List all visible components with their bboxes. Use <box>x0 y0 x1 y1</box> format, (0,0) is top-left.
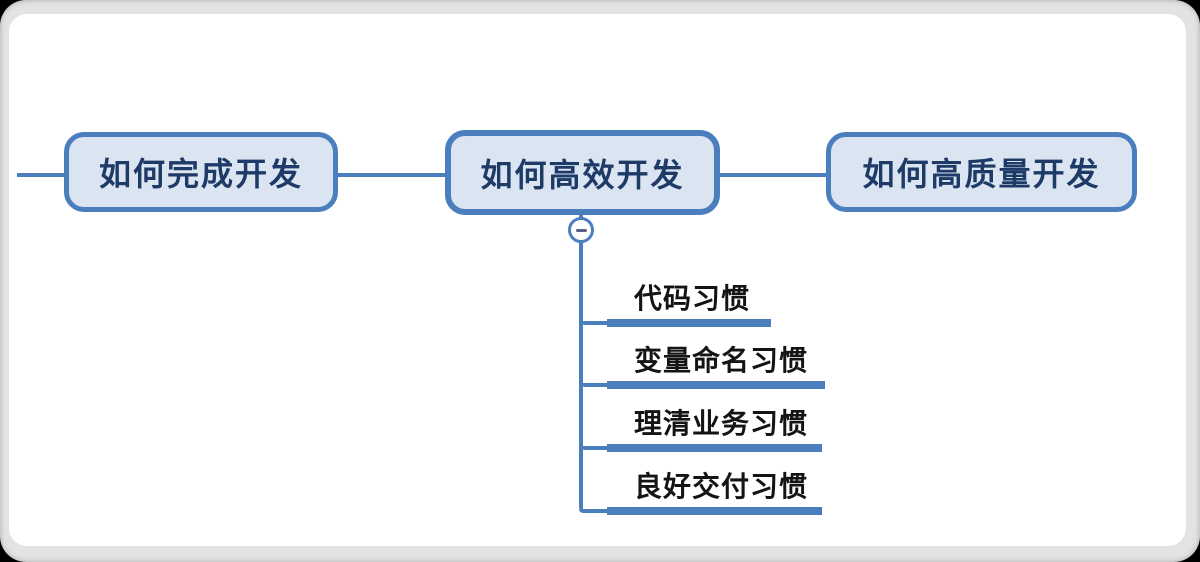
connector-node2-node3 <box>718 173 828 177</box>
connector-branch-4 <box>579 509 609 513</box>
connector-root-line <box>17 173 65 177</box>
topic-node-efficient-dev[interactable]: 如何高效开发 <box>445 130 720 215</box>
child-topic-label: 变量命名习惯 <box>634 345 809 376</box>
child-topic[interactable]: 变量命名习惯 <box>607 339 825 389</box>
child-underline <box>607 444 822 452</box>
topic-node-complete-dev[interactable]: 如何完成开发 <box>64 132 338 212</box>
child-underline <box>607 507 822 515</box>
minus-icon <box>575 228 587 232</box>
topic-node-label: 如何完成开发 <box>98 156 303 192</box>
child-topic[interactable]: 良好交付习惯 <box>607 465 822 515</box>
child-topic-label: 良好交付习惯 <box>634 471 809 502</box>
connector-branch-2 <box>581 383 609 387</box>
child-topic[interactable]: 代码习惯 <box>607 276 771 327</box>
mindmap-stage: 如何完成开发 如何高效开发 如何高质量开发 代码习惯 变量命名习惯 <box>9 14 1186 546</box>
child-topic[interactable]: 理清业务习惯 <box>607 402 822 452</box>
child-underline <box>607 319 771 327</box>
topic-node-label: 如何高效开发 <box>480 156 685 193</box>
connector-children-trunk <box>579 213 583 511</box>
collapse-button[interactable] <box>568 217 594 243</box>
child-topic-label: 理清业务习惯 <box>634 408 809 439</box>
child-topic-label: 代码习惯 <box>634 283 751 314</box>
topic-node-label: 如何高质量开发 <box>862 156 1101 192</box>
topic-node-quality-dev[interactable]: 如何高质量开发 <box>826 132 1137 212</box>
child-underline <box>607 381 825 389</box>
mindmap-canvas[interactable]: 如何完成开发 如何高效开发 如何高质量开发 代码习惯 变量命名习惯 <box>9 14 1186 546</box>
connector-branch-1 <box>581 321 609 325</box>
connector-node1-node2 <box>336 173 447 177</box>
connector-branch-3 <box>581 446 609 450</box>
